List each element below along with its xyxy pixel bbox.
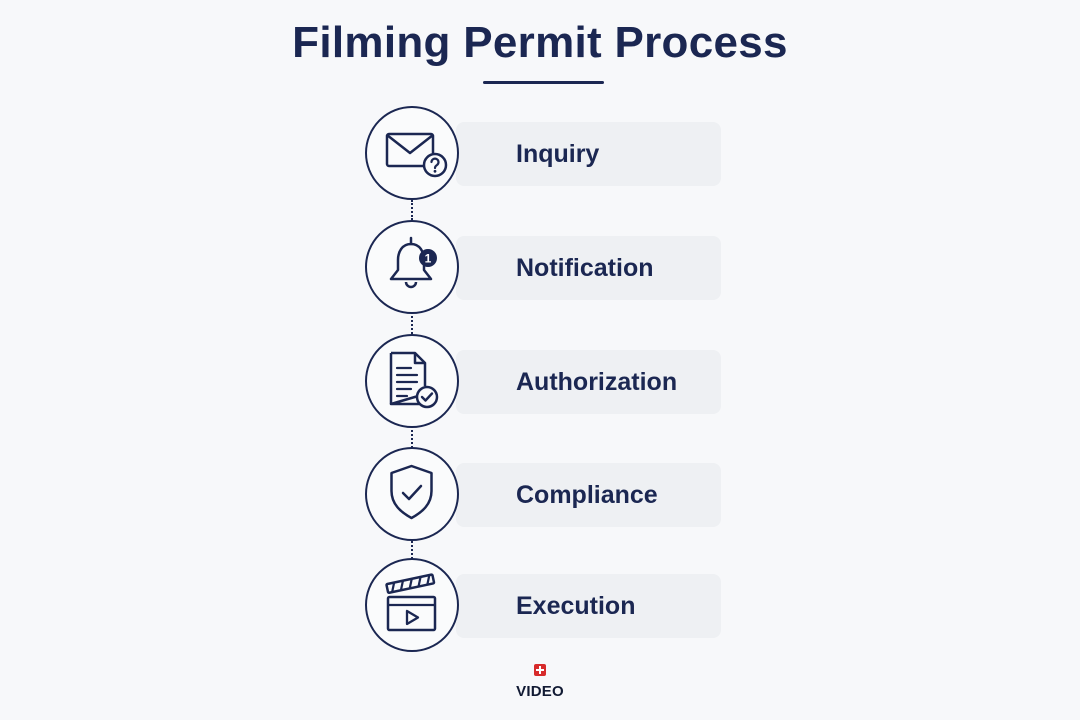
document-check-icon xyxy=(389,351,439,409)
step-circle-execution xyxy=(365,558,459,652)
step-label: Compliance xyxy=(516,481,658,509)
step-card-authorization: Authorization xyxy=(456,350,721,414)
step-connector xyxy=(411,200,415,220)
brand-label: VIDEO xyxy=(516,683,564,700)
step-circle-inquiry xyxy=(365,106,459,200)
page-title: Filming Permit Process xyxy=(292,18,788,67)
step-circle-authorization xyxy=(365,334,459,428)
step-card-compliance: Compliance xyxy=(456,463,721,527)
bell-badge-icon: 1 xyxy=(389,236,437,289)
step-connector xyxy=(411,541,415,559)
step-card-inquiry: Inquiry xyxy=(456,122,721,186)
step-label: Authorization xyxy=(516,368,678,396)
step-connector xyxy=(411,430,415,448)
step-label: Execution xyxy=(516,592,636,620)
clapperboard-play-icon xyxy=(385,573,437,632)
shield-check-icon xyxy=(390,464,433,520)
step-card-execution: Execution xyxy=(456,574,721,638)
step-connector xyxy=(411,316,415,334)
envelope-question-icon xyxy=(385,132,448,178)
step-card-notification: Notification xyxy=(456,236,721,300)
brand-logo: VIDEO xyxy=(512,663,568,700)
step-circle-compliance xyxy=(365,447,459,541)
step-label: Inquiry xyxy=(516,140,600,168)
red-cross-icon xyxy=(534,664,546,676)
step-circle-notification: 1 xyxy=(365,220,459,314)
notification-badge: 1 xyxy=(425,252,432,266)
title-underline xyxy=(483,81,604,84)
step-label: Notification xyxy=(516,254,654,282)
